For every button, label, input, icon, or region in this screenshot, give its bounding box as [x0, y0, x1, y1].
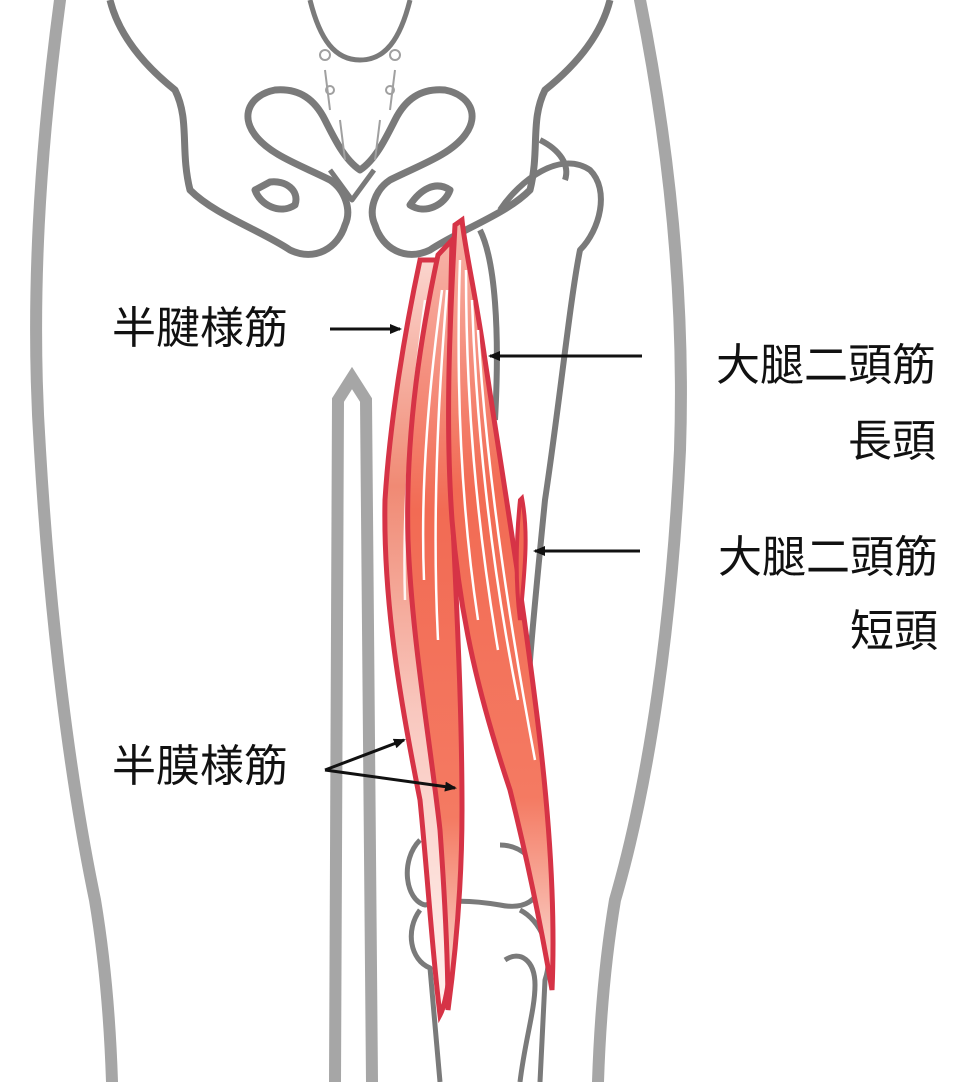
arrow-semimembranosus-2 — [324, 768, 457, 792]
label-semitendinosus: 半腱様筋 — [112, 303, 288, 354]
label-biceps-long-head-sub: 長頭 — [848, 416, 936, 467]
femur — [477, 137, 604, 821]
label-biceps-short-head-sub: 短頭 — [850, 606, 938, 657]
pointer-arrows — [324, 324, 642, 792]
label-biceps-short-head: 大腿二頭筋 — [718, 532, 938, 583]
label-biceps-long-head: 大腿二頭筋 — [716, 340, 936, 391]
arrow-semimembranosus-1 — [324, 738, 406, 772]
thigh-outline — [30, 0, 687, 1086]
pelvis — [106, 0, 614, 258]
biceps-femoris-short-head-muscle — [514, 493, 528, 621]
sacrum-detail — [319, 49, 401, 161]
label-semimembranosus: 半膜様筋 — [112, 741, 288, 792]
biceps-femoris-long-head-muscle — [446, 215, 556, 991]
